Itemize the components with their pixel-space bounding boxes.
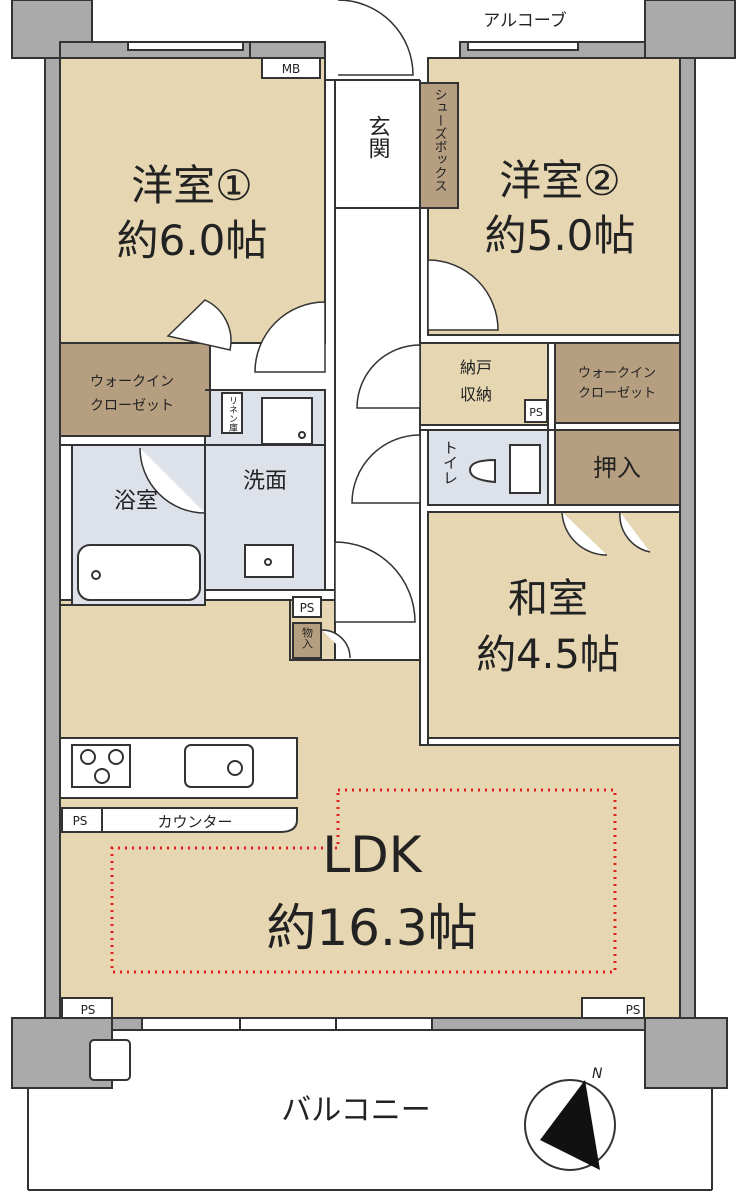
window-room2	[467, 41, 579, 51]
washitsu-sliding-doors	[427, 737, 681, 746]
ldk-name: LDK	[322, 826, 422, 884]
entrance-label: 玄関	[365, 115, 390, 159]
wall-top-right-block	[644, 0, 736, 59]
wic1-door	[166, 299, 232, 351]
counter-label: カウンター	[157, 813, 232, 831]
shoebox-label: シューズボックス	[432, 88, 447, 192]
kitchen-sink	[184, 744, 254, 788]
storage-label-line1: 納戸	[460, 358, 492, 377]
washitsu-size: 約4.5帖	[476, 632, 620, 678]
wall-right	[679, 57, 696, 1019]
toilet-label: トイレ	[441, 440, 459, 485]
ps-right-label: PS	[626, 1003, 641, 1017]
wic1-label-line2: クローゼット	[90, 398, 174, 414]
ps-box-kitchen	[61, 807, 103, 833]
bath-door	[139, 447, 206, 514]
oshiire-door-r	[619, 511, 651, 553]
ps-box-storage	[524, 399, 548, 423]
room2-size: 約5.0帖	[485, 211, 636, 260]
mono	[292, 622, 322, 659]
linen-label: リネン庫	[227, 396, 238, 433]
windows	[127, 41, 579, 1031]
labels: アルコーブ MB 玄関 シューズボックス 洋室① 約6.0帖 洋室② 約5.0帖…	[73, 10, 656, 1128]
oshiire	[554, 429, 681, 506]
room1-floor	[59, 57, 326, 344]
sink-drain	[227, 760, 243, 776]
bath-drain	[91, 570, 101, 580]
mb-box	[261, 57, 321, 79]
ps-kitchen-label: PS	[73, 814, 88, 828]
room2-door	[427, 259, 499, 331]
north-label: N	[592, 1066, 603, 1082]
room2-name: 洋室②	[499, 156, 621, 205]
north-arrow	[540, 1080, 600, 1170]
wic2-label-line1: ウォークイン	[578, 366, 656, 381]
washitsu-name: 和室	[508, 576, 588, 622]
wash-basin	[244, 544, 294, 578]
room1-size: 約6.0帖	[117, 216, 268, 265]
burner-2	[108, 749, 124, 765]
entrance-door	[337, 0, 414, 76]
oshiire-label: 押入	[593, 454, 641, 482]
wall-top-left-block	[11, 0, 93, 59]
washroom-label: 洗面	[243, 469, 287, 494]
interior-walls	[60, 79, 680, 1019]
alcove-label: アルコーブ	[483, 10, 566, 31]
storage-label-line2: 収納	[460, 385, 492, 404]
window-room1	[127, 41, 244, 51]
bath-label: 浴室	[114, 489, 158, 514]
wic1-label-line1: ウォークイン	[90, 374, 174, 390]
toilet-door	[351, 434, 421, 504]
mono-label: 物入	[301, 626, 314, 649]
burner-1	[80, 749, 96, 765]
linen-storage	[221, 392, 243, 434]
balcony-unit	[89, 1039, 131, 1081]
ldk-size: 約16.3帖	[266, 899, 477, 957]
ps-storage-label: PS	[529, 406, 543, 419]
room1-name: 洋室①	[131, 161, 253, 210]
ps-wash-label: PS	[300, 601, 315, 615]
storage-door	[356, 344, 421, 409]
oshiire-door-l	[561, 511, 608, 556]
fixtures	[27, 57, 713, 1191]
wic2	[554, 342, 681, 424]
mono-door	[321, 629, 351, 659]
north-compass: N	[524, 1066, 616, 1171]
doors	[139, 0, 651, 659]
window-ldk	[141, 1017, 433, 1031]
toilet-bowl	[468, 458, 496, 484]
balcony-label: バルコニー	[281, 1093, 430, 1128]
wall-bottom-right-block	[644, 1017, 728, 1089]
ps-box-left	[61, 997, 113, 1019]
ps-left-label: PS	[81, 1003, 96, 1017]
wall-left	[44, 57, 61, 1019]
burner-3	[94, 768, 110, 784]
counter-top	[59, 807, 298, 833]
ps-box-wash	[292, 596, 322, 618]
wic2-label-line2: クローゼット	[578, 386, 656, 401]
mb-label: MB	[282, 62, 301, 76]
closets	[59, 82, 681, 659]
wash-door	[334, 541, 416, 623]
toilet-tank	[509, 444, 541, 494]
wash-drain	[264, 558, 272, 566]
ps-box-right	[581, 997, 645, 1019]
bathtub	[77, 544, 201, 601]
room1-door	[254, 301, 326, 373]
washer-drain	[298, 431, 306, 439]
